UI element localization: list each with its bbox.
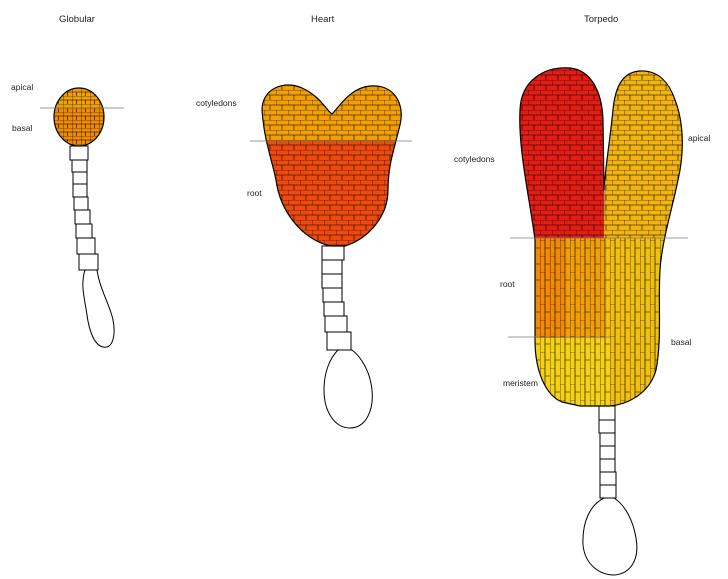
label-apical-globular: apical xyxy=(11,82,33,92)
label-cotyledons-heart: cotyledons xyxy=(196,98,237,108)
torpedo-embryo: cotyledons apical root basal meristem xyxy=(454,60,710,575)
label-meristem-torpedo: meristem xyxy=(503,378,538,388)
globular-suspensor xyxy=(70,146,114,347)
stage-title-globular: Globular xyxy=(59,14,95,25)
globular-embryo: apical basal xyxy=(11,82,124,347)
heart-embryo: cotyledons root xyxy=(196,78,412,428)
label-apical-torpedo: apical xyxy=(688,133,710,143)
stage-title-torpedo: Torpedo xyxy=(584,14,618,25)
label-cotyledons-torpedo: cotyledons xyxy=(454,154,495,164)
label-root-torpedo: root xyxy=(500,279,515,289)
torpedo-suspensor xyxy=(583,406,637,575)
heart-suspensor xyxy=(322,246,372,428)
label-basal-torpedo: basal xyxy=(671,337,691,347)
label-basal-globular: basal xyxy=(12,123,32,133)
stage-title-heart: Heart xyxy=(311,14,335,25)
label-root-heart: root xyxy=(247,188,262,198)
